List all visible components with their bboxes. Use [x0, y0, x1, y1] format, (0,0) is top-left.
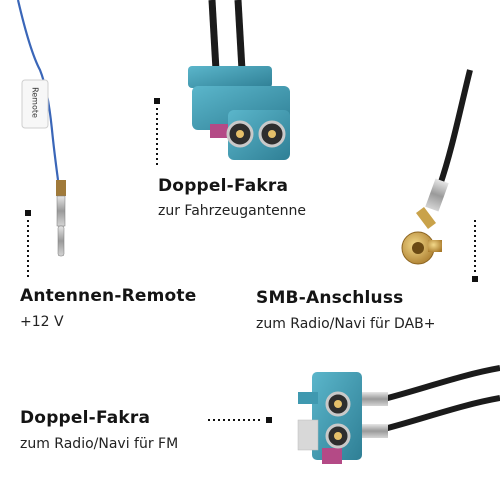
callout-lines — [25, 98, 478, 423]
remote-tag-text: Remote — [30, 87, 40, 118]
smb-subtitle: zum Radio/Navi für DAB+ — [256, 316, 436, 332]
bottom-fakra-title: Doppel-Fakra — [20, 408, 151, 428]
bottom-fakra-connector — [297, 365, 500, 464]
remote-wire — [16, 0, 66, 257]
remote-tag-label — [21, 79, 49, 129]
bottom-fakra-subtitle: zum Radio/Navi für FM — [20, 436, 179, 452]
top-fakra-connector — [188, 0, 290, 160]
remote-title: Antennen-Remote — [20, 286, 197, 306]
smb-title: SMB-Anschluss — [256, 288, 404, 308]
top-fakra-subtitle: zur Fahrzeugantenne — [158, 203, 307, 219]
remote-subtitle: +12 V — [20, 314, 64, 330]
smb-cable — [401, 69, 473, 265]
top-fakra-title: Doppel-Fakra — [158, 176, 289, 196]
